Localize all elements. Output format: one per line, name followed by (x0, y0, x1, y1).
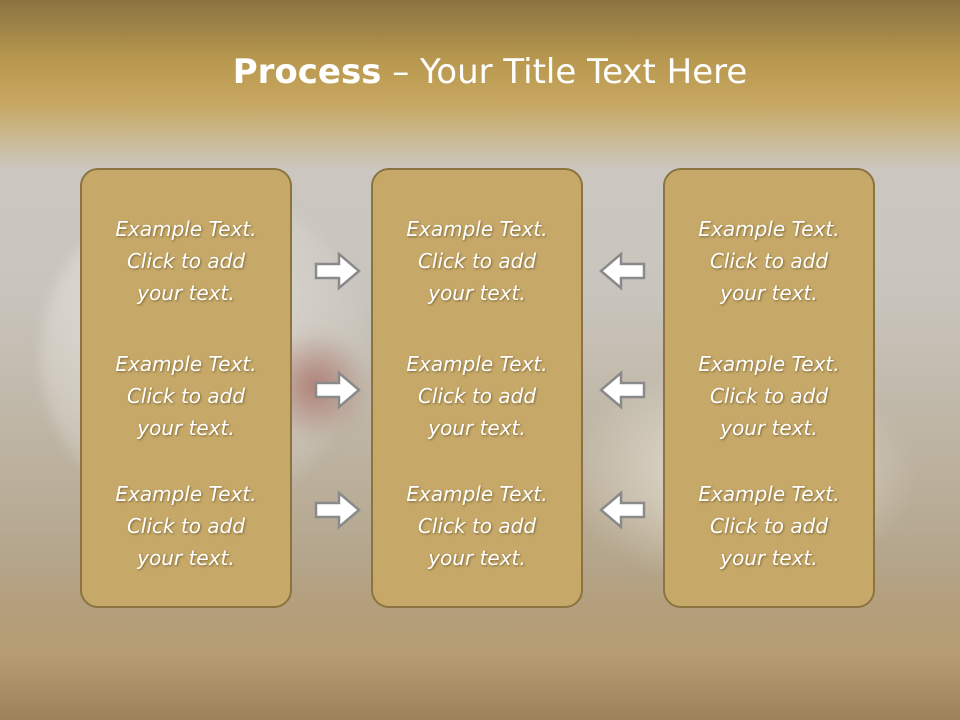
text-line: your text. (720, 281, 818, 305)
text-line: Click to add (709, 514, 829, 538)
panel-text[interactable]: Example Text. Click to add your text. (82, 348, 290, 444)
arrow-right-icon (314, 251, 361, 291)
panel-text[interactable]: Example Text. Click to add your text. (373, 348, 581, 444)
arrow-left-icon (599, 490, 646, 530)
text-line: your text. (720, 546, 818, 570)
text-line: Example Text. (698, 217, 840, 241)
text-line: Click to add (417, 514, 537, 538)
panel-text[interactable]: Example Text. Click to add your text. (373, 478, 581, 574)
panel-text[interactable]: Example Text. Click to add your text. (665, 213, 873, 309)
process-panel-1[interactable]: Example Text. Click to add your text. Ex… (80, 168, 292, 608)
slide-title[interactable]: Process – Your Title Text Here (0, 52, 960, 92)
process-panel-2[interactable]: Example Text. Click to add your text. Ex… (371, 168, 583, 608)
panel-text[interactable]: Example Text. Click to add your text. (665, 478, 873, 574)
panel-text[interactable]: Example Text. Click to add your text. (82, 478, 290, 574)
text-line: Example Text. (698, 352, 840, 376)
panel-text[interactable]: Example Text. Click to add your text. (82, 213, 290, 309)
text-line: Example Text. (698, 482, 840, 506)
text-line: Click to add (417, 384, 537, 408)
arrow-right-icon (314, 490, 361, 530)
text-line: Example Text. (115, 217, 257, 241)
process-panel-3[interactable]: Example Text. Click to add your text. Ex… (663, 168, 875, 608)
title-rest: – Your Title Text Here (381, 52, 748, 92)
text-line: Click to add (709, 384, 829, 408)
text-line: Example Text. (406, 482, 548, 506)
text-line: your text. (428, 281, 526, 305)
arrow-left-icon (599, 370, 646, 410)
text-line: your text. (137, 281, 235, 305)
panel-text[interactable]: Example Text. Click to add your text. (665, 348, 873, 444)
arrow-left-icon (599, 251, 646, 291)
text-line: your text. (428, 416, 526, 440)
arrow-right-icon (314, 370, 361, 410)
text-line: Click to add (126, 249, 246, 273)
text-line: Example Text. (115, 482, 257, 506)
header-band (0, 0, 960, 170)
text-line: Click to add (126, 514, 246, 538)
text-line: Click to add (417, 249, 537, 273)
text-line: Example Text. (406, 352, 548, 376)
text-line: Example Text. (115, 352, 257, 376)
text-line: Click to add (126, 384, 246, 408)
text-line: Click to add (709, 249, 829, 273)
text-line: your text. (137, 416, 235, 440)
text-line: Example Text. (406, 217, 548, 241)
text-line: your text. (720, 416, 818, 440)
text-line: your text. (137, 546, 235, 570)
panel-text[interactable]: Example Text. Click to add your text. (373, 213, 581, 309)
title-bold: Process (232, 52, 382, 92)
text-line: your text. (428, 546, 526, 570)
